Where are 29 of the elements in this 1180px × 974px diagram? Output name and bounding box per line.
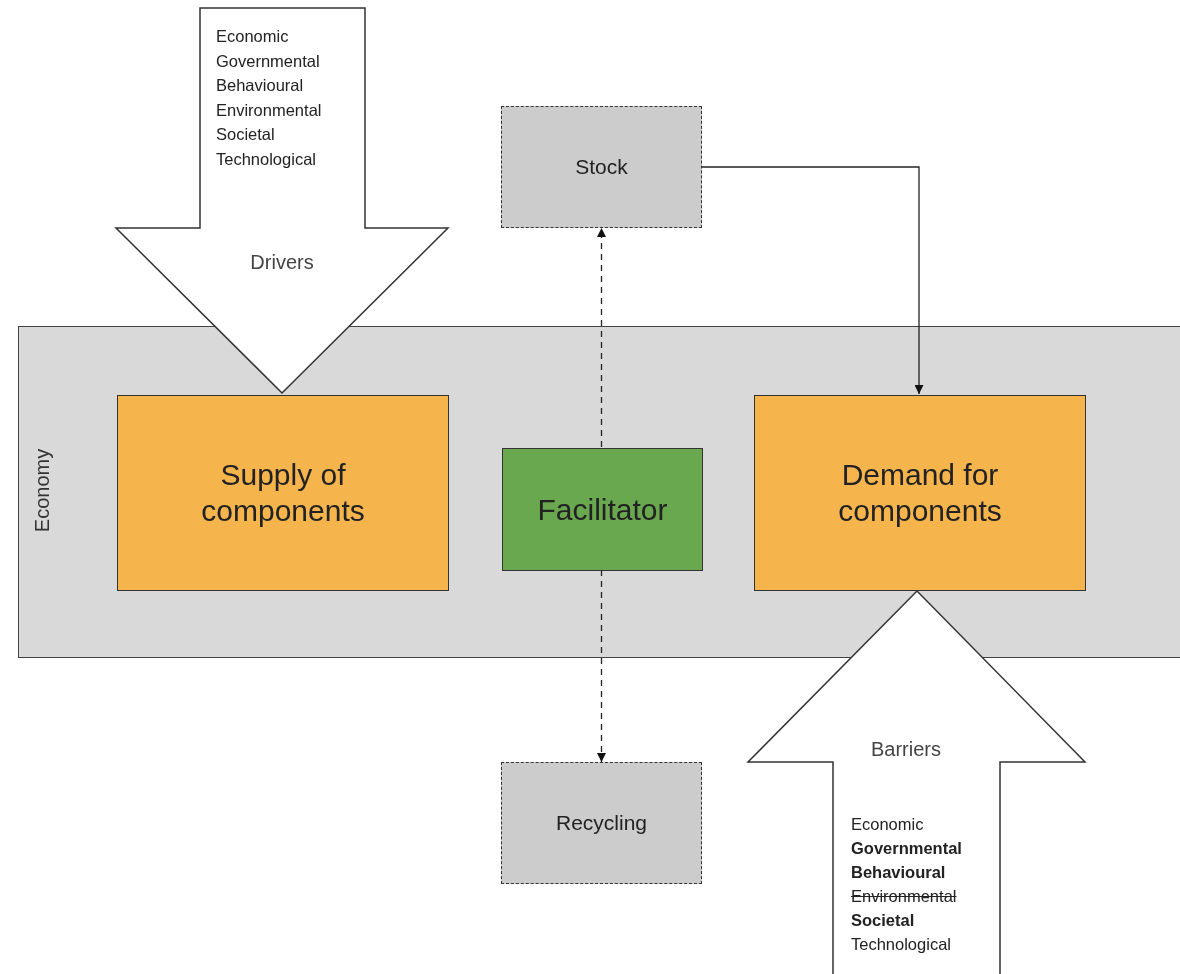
- factor-item: Societal: [216, 126, 275, 143]
- factor-item: Behavioural: [216, 77, 304, 94]
- factor-item: Economic: [851, 816, 924, 833]
- factor-item: Technological: [216, 150, 316, 167]
- dashed-box: [501, 106, 702, 228]
- box-label: Supply of components: [200, 457, 366, 529]
- box-label: Recycling: [555, 810, 647, 836]
- band-label: Economy: [31, 448, 55, 533]
- arrow-heading: Drivers: [250, 252, 314, 272]
- dashed-box: [501, 762, 702, 884]
- factor-item: Behavioural: [851, 864, 946, 881]
- factor-item: Governmental: [216, 52, 320, 69]
- factor-item: Economic: [216, 28, 289, 45]
- box-label: Facilitator: [537, 491, 668, 528]
- arrow-heading: Barriers: [871, 739, 941, 759]
- factor-item: Societal: [851, 912, 915, 929]
- process-box: [117, 395, 449, 591]
- box-label: Demand for components: [837, 457, 1003, 529]
- connector-arrow: [597, 569, 606, 763]
- connector-arrow: [597, 227, 606, 448]
- process-box: [502, 448, 703, 571]
- factor-item: Environmental: [851, 888, 957, 905]
- box-label: Stock: [575, 154, 628, 180]
- factor-item: Technological: [851, 936, 951, 953]
- connector-arrow: [701, 166, 924, 395]
- economy-band: [18, 326, 1180, 658]
- process-box: [754, 395, 1086, 591]
- factor-item: Environmental: [216, 101, 322, 118]
- factor-item: Governmental: [851, 840, 962, 857]
